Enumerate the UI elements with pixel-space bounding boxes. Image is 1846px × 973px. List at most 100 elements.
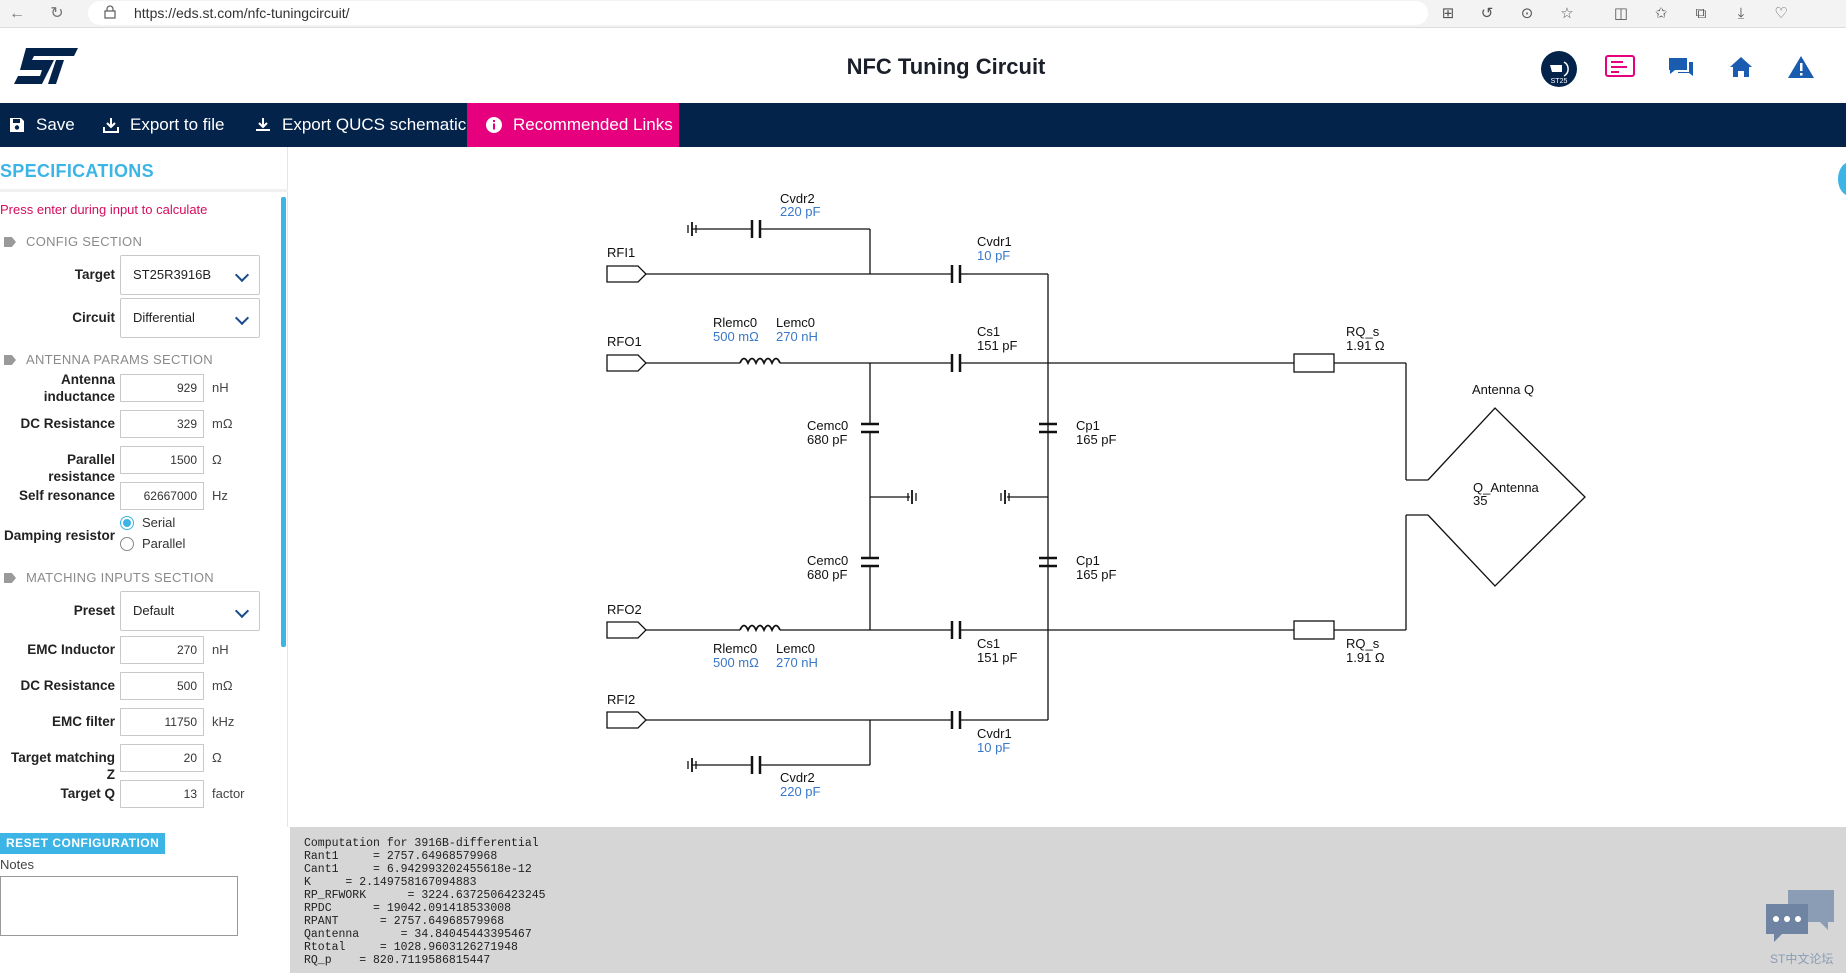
damping-parallel-label: Parallel	[142, 536, 186, 551]
cs1-bottom-name: Cs1	[977, 636, 1000, 651]
cs1-bottom-value: 151 pF	[977, 650, 1018, 665]
rfo1-label: RFO1	[607, 334, 642, 349]
chat-icon[interactable]	[1664, 50, 1698, 84]
save-button[interactable]: Save	[8, 103, 75, 147]
export-file-button[interactable]: Export to file	[102, 103, 225, 147]
rqs-bottom-name: RQ_s	[1346, 636, 1380, 651]
damping-serial-radio[interactable]: Serial	[120, 515, 175, 530]
antenna-symbol	[1427, 407, 1586, 587]
console-line: RQ_p = 820.7119586815447	[304, 954, 491, 967]
self-resonance-input[interactable]: 62667000	[120, 482, 204, 510]
dc-resistance-2-unit: mΩ	[212, 678, 233, 693]
url-text: https://eds.st.com/nfc-tuningcircuit/	[134, 5, 350, 21]
q-antenna-name: Q_Antenna	[1473, 480, 1540, 495]
dc-resistance-input[interactable]: 329	[120, 410, 204, 438]
preset-select[interactable]: Default	[120, 591, 260, 631]
help-tab-button[interactable]	[1838, 162, 1846, 196]
rfi2-label: RFI2	[607, 692, 635, 707]
cp1-top-name: Cp1	[1076, 418, 1100, 433]
preset-label: Preset	[73, 603, 115, 618]
antenna-inductance-unit: nH	[212, 380, 229, 395]
extensions-icon[interactable]: ⊙	[1520, 5, 1534, 22]
console-line: Rtotal = 1028.9603126271948	[304, 941, 518, 954]
console-line: Cant1 = 6.942993202455618e-12	[304, 863, 532, 876]
warning-icon[interactable]	[1784, 50, 1818, 84]
st-logo[interactable]	[12, 48, 78, 84]
reload-icon[interactable]: ↻	[50, 5, 64, 22]
tag-icon	[4, 355, 16, 365]
port-rfo2	[606, 621, 647, 639]
target-matching-z-input[interactable]: 20	[120, 744, 204, 772]
browser-essentials-icon[interactable]: ♡	[1774, 5, 1788, 22]
collections-icon[interactable]: ⧉	[1695, 5, 1707, 22]
lemc0-top-name: Lemc0	[776, 315, 815, 330]
antenna-inductance-input[interactable]: 929	[120, 374, 204, 402]
app-install-icon[interactable]: ⊞	[1441, 5, 1455, 22]
recommended-links-button[interactable]: Recommended Links	[467, 103, 679, 147]
cemc0-top-name: Cemc0	[807, 418, 848, 433]
emc-filter-input[interactable]: 11750	[120, 708, 204, 736]
dc-resistance-unit: mΩ	[212, 416, 233, 431]
translate-icon[interactable]: ↺	[1480, 5, 1494, 22]
target-matching-z-label: Target matching Z	[10, 750, 115, 782]
emc-filter-unit: kHz	[212, 714, 235, 729]
cemc0-bottom-name: Cemc0	[807, 553, 848, 568]
export-file-label: Export to file	[130, 115, 225, 134]
recommended-links-label: Recommended Links	[513, 115, 673, 134]
cp1-bottom-value: 165 pF	[1076, 567, 1117, 582]
cvdr2-bottom-value: 220 pF	[780, 784, 821, 799]
dc-resistance-2-label: DC Resistance	[20, 678, 115, 693]
favorites-icon[interactable]: ✩	[1654, 5, 1668, 22]
divider	[0, 189, 288, 192]
downloads-icon[interactable]: ⤓	[1737, 5, 1745, 22]
target-q-input[interactable]: 13	[120, 780, 204, 808]
watermark-text: ST中文论坛	[1770, 952, 1834, 966]
lemc0-top-value: 270 nH	[776, 329, 818, 344]
inductor-coil	[739, 624, 781, 633]
circuit-select[interactable]: Differential	[120, 298, 260, 338]
circuit-diagram: RFI1 RFO1 RFO2 RFI2 Cvdr2 220 pF Cvdr1 1…	[606, 191, 1586, 799]
console-line: RP_RFWORK = 3224.6372506423245	[304, 889, 546, 902]
notes-textarea[interactable]	[0, 876, 238, 936]
address-bar[interactable]: https://eds.st.com/nfc-tuningcircuit/	[88, 1, 1428, 25]
rlemc0-bottom-name: Rlemc0	[713, 641, 757, 656]
export-qucs-button[interactable]: Export QUCS schematic	[254, 103, 466, 147]
cvdr1-bottom-name: Cvdr1	[977, 726, 1012, 741]
parallel-resistance-unit: Ω	[212, 452, 222, 467]
target-select[interactable]: ST25R3916B	[120, 255, 260, 295]
sidebar-scrollbar[interactable]	[281, 197, 286, 647]
info-icon	[486, 117, 502, 133]
home-icon[interactable]	[1724, 50, 1758, 84]
cs1-top-value: 151 pF	[977, 338, 1018, 353]
presentation-icon[interactable]	[1603, 50, 1637, 84]
schematic-canvas[interactable]: RFI1 RFO1 RFO2 RFI2 Cvdr2 220 pF Cvdr1 1…	[290, 147, 1846, 827]
save-icon	[10, 118, 24, 132]
back-icon[interactable]: ←	[9, 5, 25, 22]
computation-console: Computation for 3916B-differential Rant1…	[290, 827, 1846, 973]
config-section-label: CONFIG SECTION	[26, 234, 143, 249]
emc-inductor-input[interactable]: 270	[120, 636, 204, 664]
console-line: RPDC = 19042.091418533008	[304, 902, 512, 915]
inductor-coil	[739, 357, 781, 366]
cemc0-top-value: 680 pF	[807, 432, 848, 447]
reset-configuration-button[interactable]: RESET CONFIGURATION	[0, 833, 166, 854]
damping-parallel-radio[interactable]: Parallel	[120, 536, 185, 551]
q-antenna-value: 35	[1473, 493, 1487, 508]
dc-resistance-2-input[interactable]: 500	[120, 672, 204, 700]
circuit-label: Circuit	[72, 310, 115, 325]
split-screen-icon[interactable]: ◫	[1613, 5, 1629, 22]
forum-chat-widget[interactable]: ST中文论坛	[1762, 886, 1838, 966]
damping-resistor-label: Damping resistor	[3, 528, 115, 543]
antenna-inductance-label-line2: inductance	[43, 389, 115, 404]
favorite-star-icon[interactable]: ☆	[1560, 5, 1574, 22]
port-rfo1	[606, 354, 647, 372]
rfo2-label: RFO2	[607, 602, 642, 617]
cvdr2-top-value: 220 pF	[780, 204, 821, 219]
target-q-unit: factor	[212, 786, 245, 801]
emc-filter-label: EMC filter	[51, 714, 115, 729]
st25-badge-icon[interactable]: ST25	[1540, 50, 1577, 87]
parallel-resistance-input[interactable]: 1500	[120, 446, 204, 474]
cs1-top-name: Cs1	[977, 324, 1000, 339]
chevron-down-icon	[234, 310, 250, 326]
preset-value: Default	[133, 603, 175, 618]
